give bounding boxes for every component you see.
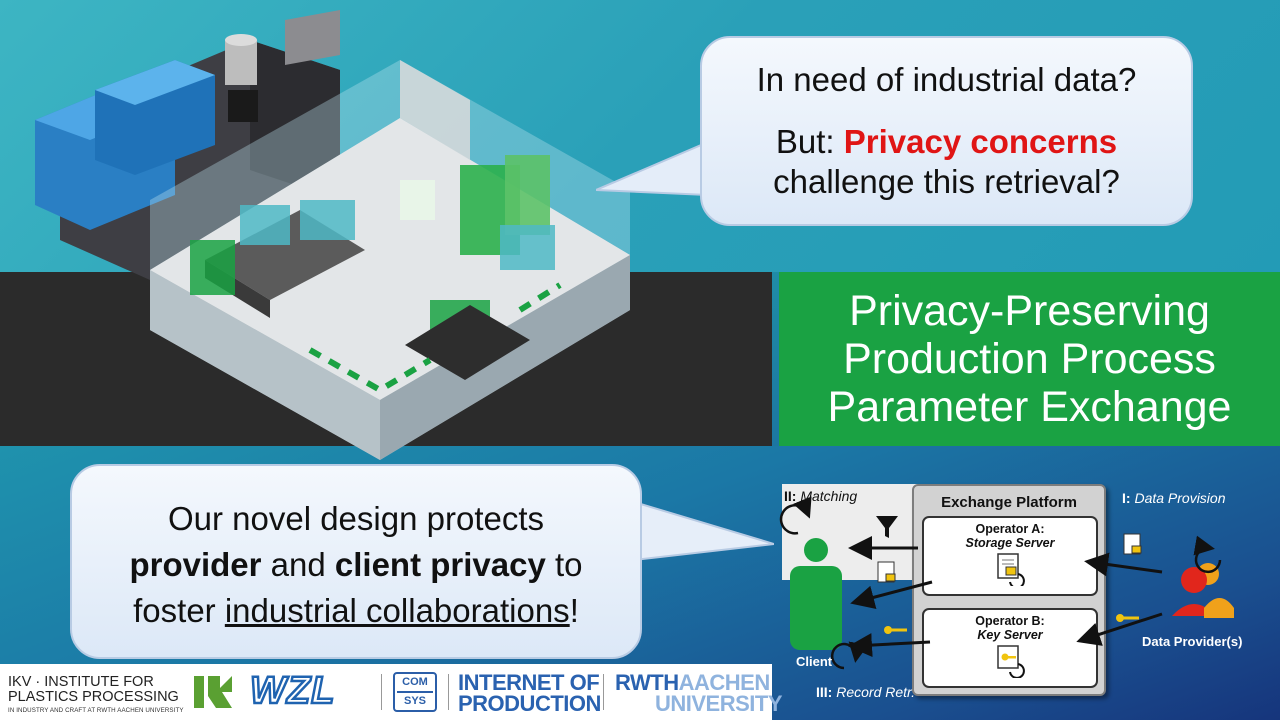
client-privacy-bold: client privacy bbox=[334, 546, 546, 583]
comsys-logo: COM SYS bbox=[393, 672, 437, 712]
title-line-1: Privacy-Preserving bbox=[849, 287, 1210, 335]
top-speech-bubble: In need of industrial data? But: Privacy… bbox=[700, 36, 1193, 226]
diagram-arrows bbox=[779, 496, 1234, 670]
provider-bold: provider bbox=[129, 546, 262, 583]
title-line-2: Production Process bbox=[843, 335, 1216, 383]
key-icon bbox=[1116, 614, 1139, 622]
title-line-3: Parameter Exchange bbox=[827, 383, 1232, 431]
logo-separator bbox=[448, 674, 449, 710]
storage-server-box: Operator A: Storage Server bbox=[922, 516, 1098, 596]
document-lock-icon bbox=[1123, 533, 1142, 555]
privacy-concerns-highlight: Privacy concerns bbox=[843, 123, 1118, 160]
storage-server-label: Storage Server bbox=[965, 536, 1055, 550]
retrieval-line: challenge this retrieval? bbox=[773, 163, 1120, 200]
iop-line-1: INTERNET OF bbox=[458, 670, 600, 695]
design-line-1: Our novel design protects bbox=[167, 500, 545, 537]
ikv-emblem-icon bbox=[194, 676, 232, 708]
logo-separator bbox=[381, 674, 382, 710]
key-document-icon bbox=[997, 645, 1025, 679]
architecture-diagram: II: Matching Exchange Platform Operator … bbox=[770, 478, 1280, 720]
wzl-logo: WZL bbox=[249, 669, 336, 714]
comsys-top: COM bbox=[402, 676, 428, 688]
operator-b-label: Operator B: bbox=[975, 614, 1045, 628]
rwth-line-1: RWTHAACHEN bbox=[615, 670, 782, 695]
rwth-university: UNIVERSITY bbox=[655, 691, 783, 716]
top-bubble-tail bbox=[596, 140, 708, 197]
iop-line-2: PRODUCTION bbox=[458, 691, 601, 716]
retrieval-number: III: bbox=[816, 684, 833, 700]
design-line-3: foster industrial collaborations! bbox=[72, 588, 640, 634]
operator-a-label: Operator A: bbox=[975, 522, 1045, 536]
data-provider-group-icon bbox=[1172, 563, 1234, 618]
retrieval-text: Record Retr. bbox=[836, 684, 916, 700]
document-lock-icon bbox=[877, 561, 896, 583]
design-line-2: provider and client privacy to bbox=[72, 542, 640, 588]
provision-number: I: bbox=[1122, 490, 1131, 506]
design-to: to bbox=[545, 546, 583, 583]
matching-text: Matching bbox=[800, 488, 858, 504]
platform-title: Exchange Platform bbox=[941, 494, 1077, 511]
exchange-platform: Exchange Platform Operator A: Storage Se… bbox=[912, 484, 1106, 696]
bottom-bubble-tail bbox=[634, 500, 774, 562]
data-provision-label: I: Data Provision bbox=[1122, 490, 1226, 506]
factory-illustration bbox=[35, 10, 630, 460]
ikv-logo-line-2: PLASTICS PROCESSING bbox=[8, 689, 179, 705]
funnel-icon bbox=[876, 516, 898, 538]
bottom-speech-bubble: Our novel design protects provider and c… bbox=[70, 464, 642, 659]
design-and: and bbox=[261, 546, 335, 583]
client-label: Client bbox=[796, 654, 833, 669]
client-person-icon bbox=[790, 538, 842, 650]
ikv-logo-line-1: IKV · INSTITUTE FOR bbox=[8, 674, 154, 690]
provision-text: Data Provision bbox=[1134, 490, 1226, 506]
design-foster: foster bbox=[133, 592, 225, 629]
logo-strip: IKV · INSTITUTE FOR PLASTICS PROCESSING … bbox=[0, 664, 783, 720]
rwth-name: RWTH bbox=[615, 670, 679, 695]
document-lock-icon bbox=[997, 553, 1025, 589]
internet-of-production-logo: INTERNET OF PRODUCTION bbox=[458, 670, 601, 716]
comsys-bar bbox=[397, 691, 433, 693]
key-icon bbox=[884, 626, 907, 634]
ikv-logo-line-3: IN INDUSTRY AND CRAFT AT RWTH AACHEN UNI… bbox=[8, 707, 184, 714]
key-server-box: Operator B: Key Server bbox=[922, 608, 1098, 688]
logo-separator bbox=[603, 674, 604, 710]
key-server-label: Key Server bbox=[977, 628, 1043, 642]
industrial-collaborations-underline: industrial collaborations bbox=[224, 592, 570, 629]
rwth-logo: RWTHAACHEN UNIVERSITY bbox=[615, 670, 783, 716]
record-retrieval-label: III: Record Retr. bbox=[816, 684, 915, 700]
data-providers-label: Data Provider(s) bbox=[1142, 634, 1243, 649]
title-box: Privacy-Preserving Production Process Pa… bbox=[779, 272, 1280, 446]
concern-line: But: Privacy concerns bbox=[702, 122, 1191, 162]
design-exclaim: ! bbox=[569, 592, 579, 629]
rwth-aachen: AACHEN bbox=[678, 670, 771, 695]
concern-prefix: But: bbox=[775, 123, 844, 160]
comsys-bottom: SYS bbox=[403, 695, 426, 707]
question-line: In need of industrial data? bbox=[756, 61, 1137, 98]
